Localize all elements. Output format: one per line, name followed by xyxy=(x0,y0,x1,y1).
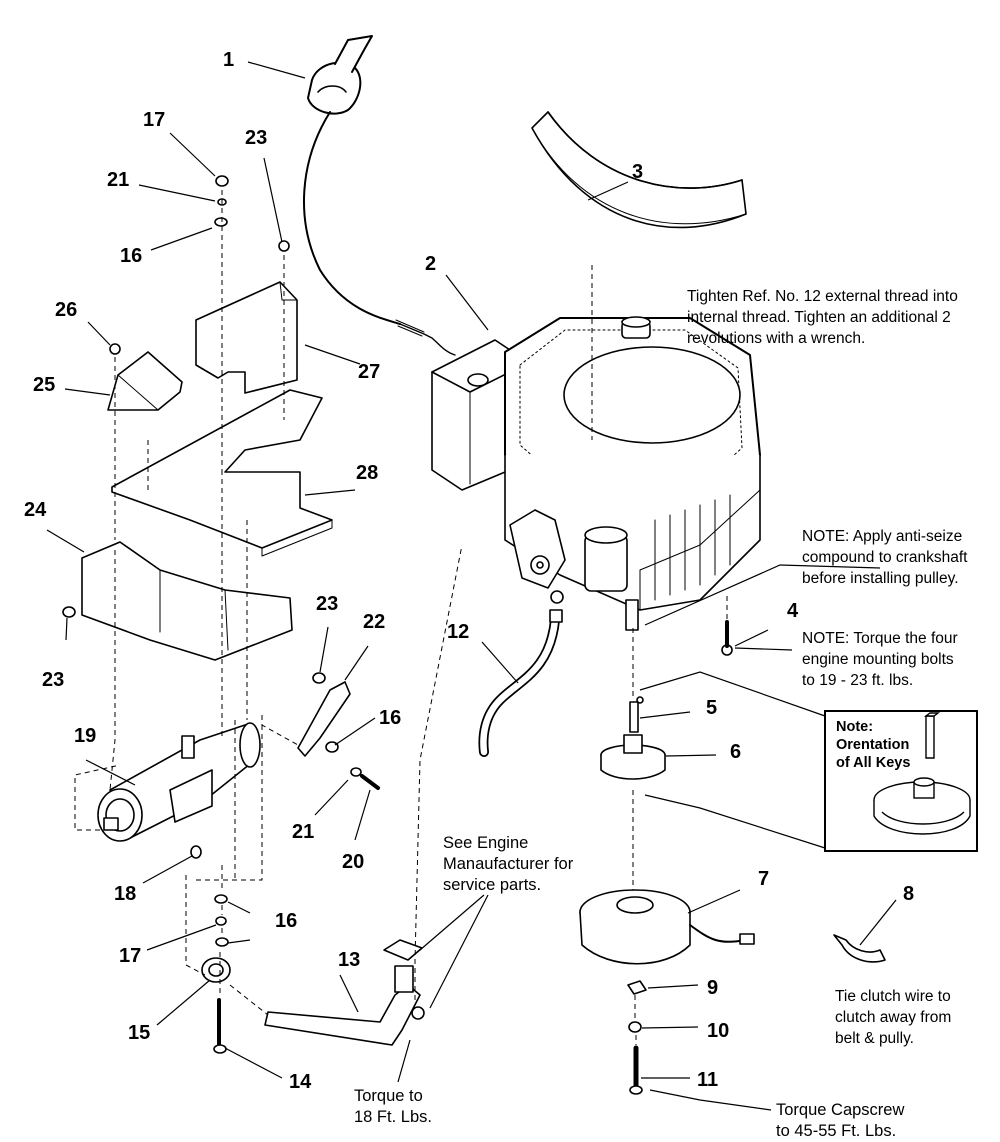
clutch-part xyxy=(579,889,755,965)
callout-22: 22 xyxy=(363,611,386,633)
callout-16: 16 xyxy=(120,245,143,267)
note-torque-capscrew: Torque Capscrew to 45-55 Ft. Lbs. xyxy=(776,1100,904,1142)
callout-14: 14 xyxy=(289,1071,312,1093)
note-line: NOTE: Torque the four xyxy=(802,630,958,647)
exhaust-pipe-part xyxy=(264,939,423,1046)
callout-12: 12 xyxy=(447,621,470,643)
engine-part xyxy=(431,316,761,631)
callout-21: 21 xyxy=(107,169,130,191)
callout-10: 10 xyxy=(707,1020,730,1042)
callout-19: 19 xyxy=(74,725,97,747)
note-line: to 45-55 Ft. Lbs. xyxy=(776,1122,897,1140)
note-line: service parts. xyxy=(443,876,542,894)
muffler-part xyxy=(97,722,261,842)
callout-24: 24 xyxy=(24,499,47,521)
note-line: clutch away from xyxy=(835,1009,952,1026)
callout-5: 5 xyxy=(706,697,718,719)
note-line: before installing pulley. xyxy=(802,570,959,587)
note-line: revolutions with a wrench. xyxy=(687,330,866,347)
bolt-14-part xyxy=(213,998,227,1054)
note-line: NOTE: Apply anti-seize xyxy=(802,528,963,545)
callout-23b: 23 xyxy=(316,593,339,615)
callout-4: 4 xyxy=(787,600,799,622)
note-line: 18 Ft. Lbs. xyxy=(354,1108,432,1126)
callout-17b: 17 xyxy=(119,945,142,967)
note-line: engine mounting bolts xyxy=(802,651,954,668)
callout-25: 25 xyxy=(33,374,56,396)
note-anti-seize: NOTE: Apply anti-seize compound to crank… xyxy=(802,526,967,589)
capscrew-part xyxy=(627,980,647,1095)
note-torque-18: Torque to 18 Ft. Lbs. xyxy=(354,1086,432,1128)
callout-18: 18 xyxy=(114,883,137,905)
note-line: belt & pully. xyxy=(835,1030,914,1047)
note-line: Note: xyxy=(836,719,874,735)
callout-16c: 16 xyxy=(275,910,298,932)
heat-shield-part xyxy=(107,281,333,557)
note-line: Torque Capscrew xyxy=(776,1101,905,1119)
callout-16b: 16 xyxy=(379,707,402,729)
note-engine-manufacturer: See Engine Manaufacturer for service par… xyxy=(443,833,573,896)
callout-27: 27 xyxy=(358,361,381,383)
callout-7: 7 xyxy=(758,868,770,890)
assembly-lines xyxy=(74,190,728,1045)
callout-23: 23 xyxy=(245,127,268,149)
leader-lines xyxy=(46,61,897,1111)
tie-strap-part xyxy=(833,934,886,963)
note-line: Orentation xyxy=(836,737,910,753)
throttle-control-part xyxy=(302,35,456,356)
bracket-part xyxy=(297,681,351,757)
clamp-part xyxy=(201,957,231,983)
callout-15: 15 xyxy=(128,1022,151,1044)
callout-26: 26 xyxy=(55,299,78,321)
note-line: Tighten Ref. No. 12 external thread into xyxy=(687,288,958,305)
note-line: compound to crankshaft xyxy=(802,549,968,566)
callout-2: 2 xyxy=(425,253,437,275)
note-line: internal thread. Tighten an additional 2 xyxy=(687,309,951,326)
callout-28: 28 xyxy=(356,462,379,484)
note-line: of All Keys xyxy=(836,755,911,771)
hose-part xyxy=(478,609,563,757)
note-tie-clutch: Tie clutch wire to clutch away from belt… xyxy=(835,986,951,1049)
note-tighten: Tighten Ref. No. 12 external thread into… xyxy=(687,286,958,349)
callout-20: 20 xyxy=(342,851,365,873)
callout-23c: 23 xyxy=(42,669,65,691)
pulley-part xyxy=(600,701,666,780)
callout-11: 11 xyxy=(697,1069,719,1091)
callout-1: 1 xyxy=(223,49,235,71)
note-torque-bolts: NOTE: Torque the four engine mounting bo… xyxy=(802,628,958,691)
callout-17: 17 xyxy=(143,109,166,131)
callout-21b: 21 xyxy=(292,821,315,843)
note-line: Manaufacturer for xyxy=(443,855,574,873)
callout-6: 6 xyxy=(730,741,742,763)
key-orientation-title: Note: Orentation of All Keys xyxy=(836,718,910,772)
note-line: Tie clutch wire to xyxy=(835,988,951,1005)
key-pulley-illustration xyxy=(873,712,971,835)
key-orientation-inset: Note: Orentation of All Keys xyxy=(824,710,978,852)
muffler-guard-part xyxy=(81,541,293,661)
callout-8: 8 xyxy=(903,883,915,905)
note-line: to 19 - 23 ft. lbs. xyxy=(802,672,914,689)
callout-3: 3 xyxy=(632,161,644,183)
note-line: Torque to xyxy=(354,1087,423,1105)
callout-13: 13 xyxy=(338,949,361,971)
note-line: See Engine xyxy=(443,834,529,852)
callout-9: 9 xyxy=(707,977,719,999)
